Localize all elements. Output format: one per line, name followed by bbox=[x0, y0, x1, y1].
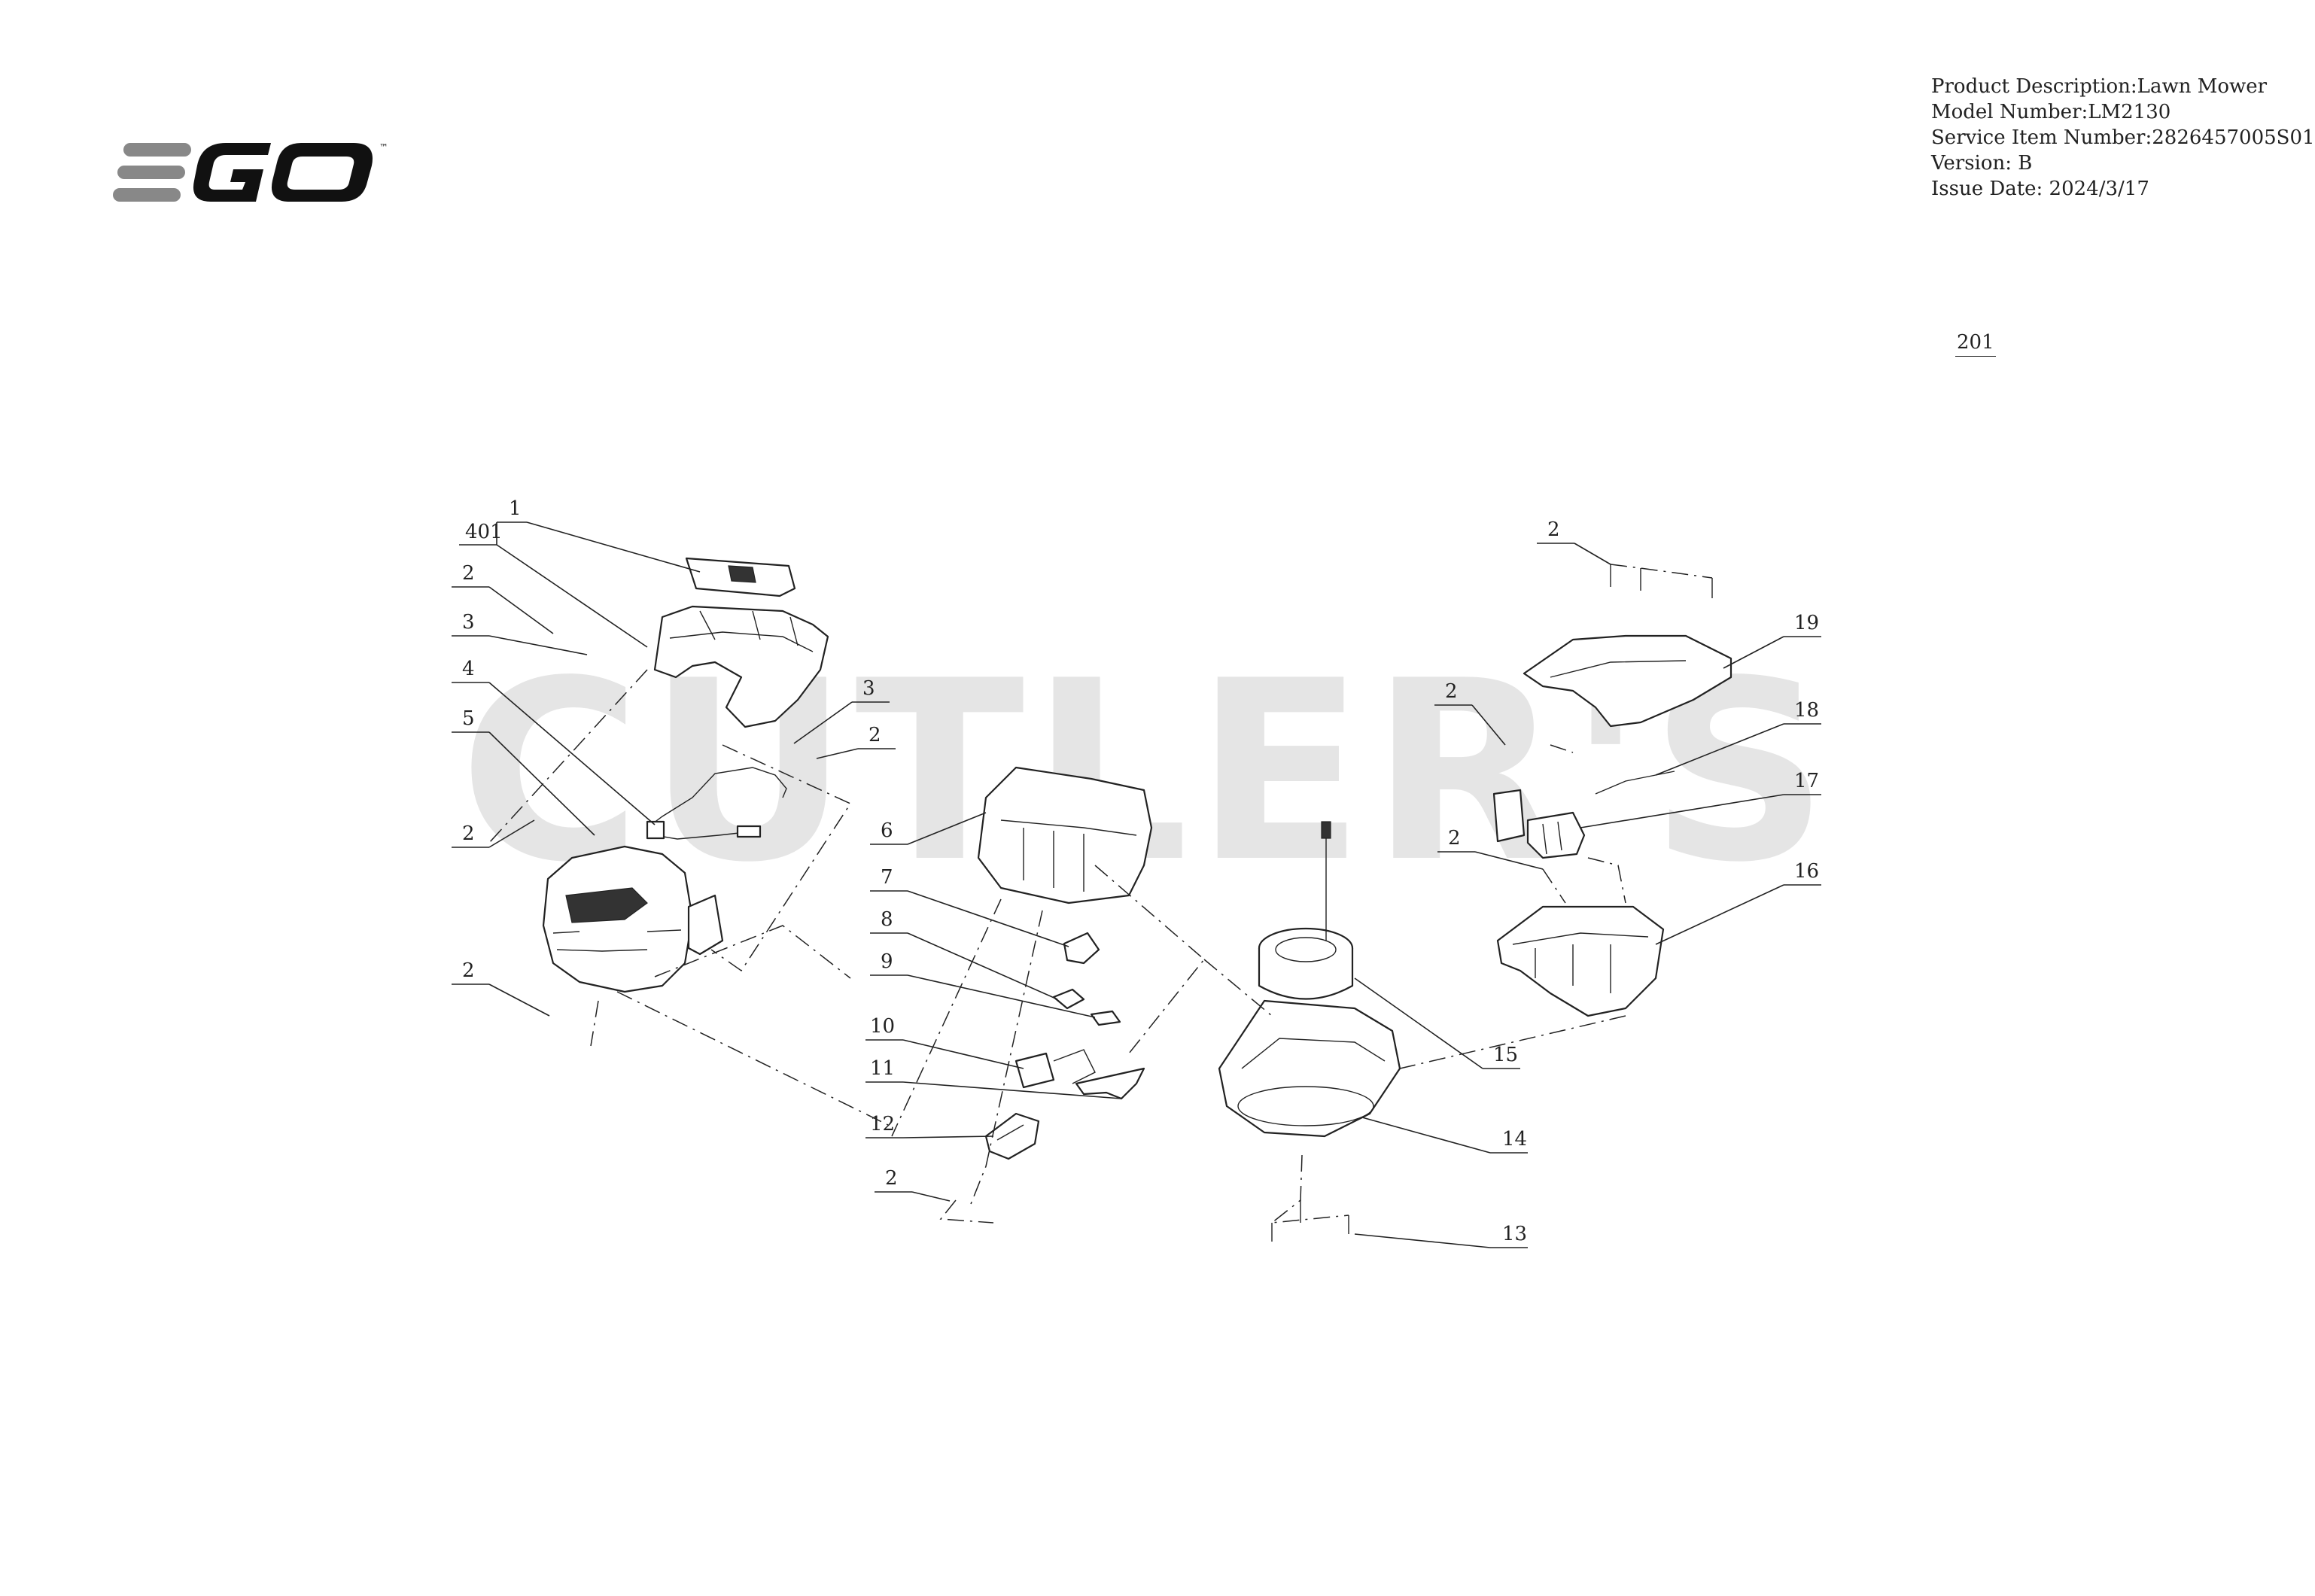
callout-2c: 2 bbox=[462, 959, 475, 982]
callout-2g: 2 bbox=[1445, 680, 1458, 703]
callout-11: 11 bbox=[870, 1057, 895, 1080]
callout-10: 10 bbox=[870, 1015, 895, 1038]
callout-2h: 2 bbox=[1448, 827, 1461, 850]
callout-8: 8 bbox=[881, 908, 893, 931]
product-description: Product Description:Lawn Mower bbox=[1931, 75, 2268, 98]
callout-5: 5 bbox=[462, 707, 475, 730]
part-14-motor-housing bbox=[1218, 999, 1401, 1138]
callout-18: 18 bbox=[1794, 699, 1819, 722]
callout-2b: 2 bbox=[462, 822, 475, 845]
model-number: Model Number:LM2130 bbox=[1931, 101, 2171, 123]
part-8-switch bbox=[1052, 988, 1085, 1010]
callout-12: 12 bbox=[870, 1113, 895, 1135]
callout-6: 6 bbox=[881, 819, 893, 842]
part-7-cover-plate bbox=[1063, 932, 1100, 965]
parts-diagram-sheet: ™ Product Description:Lawn Mower Model N… bbox=[113, 75, 2315, 1248]
part-19-top-plate bbox=[1523, 634, 1732, 728]
part-18-cable bbox=[1595, 771, 1675, 795]
callout-16: 16 bbox=[1794, 860, 1819, 883]
part-9-connector bbox=[1090, 1010, 1121, 1026]
callout-2e: 2 bbox=[885, 1167, 898, 1190]
part-6-battery-compartment bbox=[977, 766, 1153, 904]
exploded-view: CUTLER'S bbox=[452, 497, 1829, 1248]
callout-19: 19 bbox=[1794, 612, 1819, 634]
part-5-front-cover bbox=[542, 845, 724, 993]
part-11-lever bbox=[1075, 1067, 1145, 1100]
callout-3b: 3 bbox=[862, 677, 875, 700]
callout-17: 17 bbox=[1794, 770, 1819, 792]
part-401-upper-cover bbox=[653, 605, 829, 728]
page-number: 201 bbox=[1955, 331, 1996, 357]
callout-15: 15 bbox=[1493, 1044, 1518, 1066]
part-17-controller bbox=[1492, 789, 1586, 859]
part-15-motor bbox=[1258, 821, 1354, 1000]
part-4-wire-harness bbox=[646, 767, 787, 840]
callout-2d: 2 bbox=[869, 724, 881, 746]
callout-2f: 2 bbox=[1547, 518, 1560, 541]
part-1-badge bbox=[685, 557, 796, 597]
callout-13: 13 bbox=[1502, 1223, 1527, 1245]
trademark-mark: ™ bbox=[379, 142, 388, 153]
assembly-lines bbox=[488, 564, 1713, 1224]
callout-7: 7 bbox=[881, 866, 893, 889]
issue-date: Issue Date: 2024/3/17 bbox=[1931, 178, 2149, 200]
callout-1: 1 bbox=[509, 497, 522, 520]
part-2-screws-top-right bbox=[1610, 564, 1713, 598]
part-16-lower-frame bbox=[1496, 905, 1665, 1017]
callout-14: 14 bbox=[1502, 1128, 1527, 1151]
part-13-screws bbox=[1271, 1200, 1349, 1242]
ego-logo: ™ bbox=[113, 142, 388, 202]
callout-2a: 2 bbox=[462, 562, 475, 585]
version: Version: B bbox=[1931, 152, 2033, 175]
part-10-switch-box bbox=[1015, 1049, 1096, 1089]
part-12-bracket bbox=[984, 1112, 1040, 1160]
callout-4: 4 bbox=[462, 658, 475, 680]
callout-9: 9 bbox=[881, 950, 893, 973]
callout-3a: 3 bbox=[462, 611, 475, 634]
